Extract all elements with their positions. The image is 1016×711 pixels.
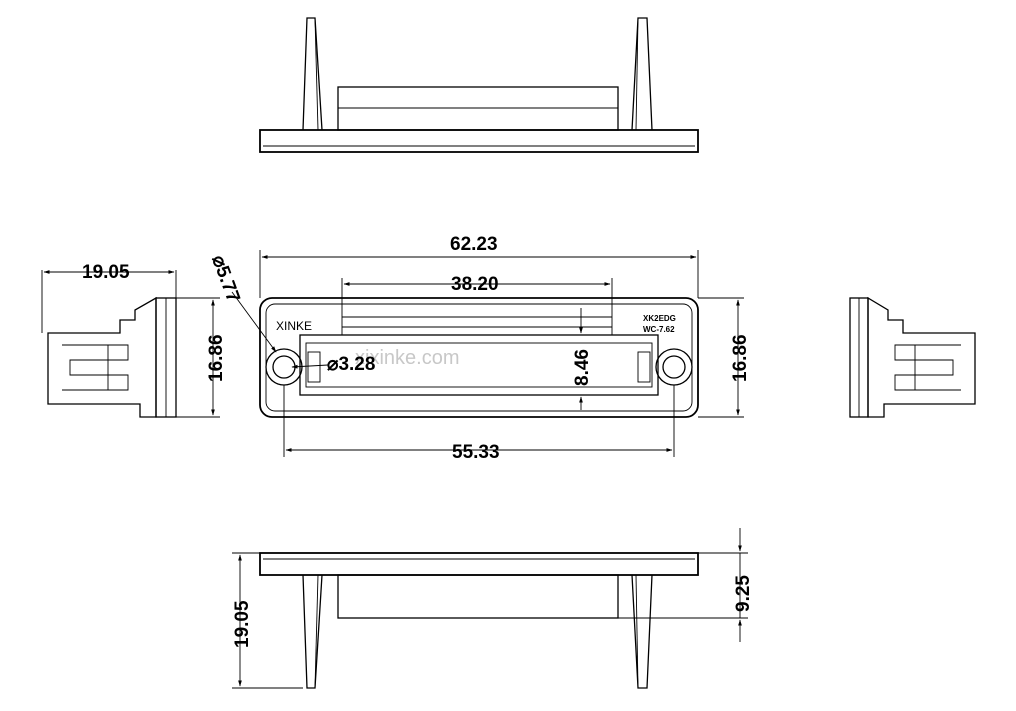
dim-height-left: 16.86: [206, 334, 227, 382]
dim-bottom-depth: 19.05: [232, 600, 253, 648]
front-flange: [259, 297, 699, 418]
bottom-left-latch: [302, 574, 323, 689]
dim-hole-pitch: 55.33: [452, 442, 500, 463]
dim-bottom-height: 9.25: [733, 575, 754, 612]
model-marking-2: WC-7.62: [643, 325, 675, 334]
dim-flange-dia: ⌀5.77: [207, 253, 243, 306]
dim-side-depth: 19.05: [82, 262, 130, 283]
left-side-view: 19.05 16.86: [41, 262, 227, 418]
right-mount-hole: [662, 355, 686, 379]
model-marking-1: XK2EDG: [643, 314, 676, 323]
top-flange: [259, 129, 699, 153]
top-body: [337, 86, 619, 131]
bottom-view: 19.05 9.25: [232, 528, 754, 689]
dim-overall-length: 62.23: [450, 234, 498, 255]
front-body: [299, 334, 659, 396]
left-mount-hole: [272, 355, 296, 379]
brand-marking: XINKE: [276, 319, 312, 333]
top-left-latch: [302, 17, 323, 131]
left-side-body: [47, 296, 157, 418]
dim-inner-length: 38.20: [451, 274, 499, 295]
right-flange-ring: [655, 348, 693, 386]
bottom-body: [337, 574, 619, 619]
bottom-flange: [259, 552, 699, 576]
front-view: XINKE XK2EDG WC-7.62 xixinke.com 62.23 3…: [207, 234, 751, 463]
dim-hole-dia: ⌀3.28: [327, 354, 375, 375]
right-side-view: [849, 296, 976, 418]
right-side-body: [867, 296, 976, 418]
top-right-latch: [631, 17, 653, 131]
watermark: xixinke.com: [355, 347, 459, 369]
top-view: [259, 17, 699, 153]
dim-inner-height: 8.46: [572, 349, 593, 386]
bottom-right-latch: [631, 574, 653, 689]
dim-height-right: 16.86: [730, 334, 751, 382]
